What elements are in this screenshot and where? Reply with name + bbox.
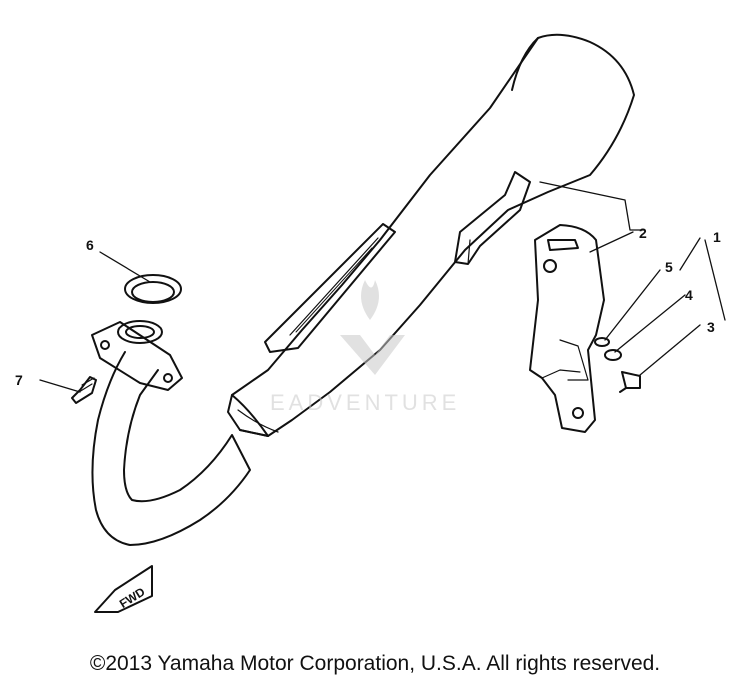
callout-7: 7 [15,372,23,388]
copyright-notice: ©2013 Yamaha Motor Corporation, U.S.A. A… [89,652,661,675]
leader-lines [39,181,726,393]
callout-2: 2 [639,225,647,241]
watermark: EADVENTURE [270,280,460,415]
bracket [529,224,605,433]
watermark-text: EADVENTURE [270,390,460,415]
muffler-mount-tab [454,171,531,265]
spring-washer [594,337,610,347]
exhaust-gasket [124,274,182,304]
pipe-flange [91,320,183,391]
fwd-arrow-icon [94,565,153,613]
callout-5: 5 [665,259,673,275]
plain-washer [604,349,622,361]
fwd-label: FWD [117,584,148,611]
callout-3: 3 [707,319,715,335]
callout-1: 1 [713,229,721,245]
muffler [227,33,635,437]
callout-4: 4 [685,287,693,303]
flange-bolt [71,376,97,404]
exhaust-pipe [91,351,269,546]
callout-6: 6 [86,237,94,253]
heat-shield [264,223,396,353]
bracket-bolt [619,371,641,393]
